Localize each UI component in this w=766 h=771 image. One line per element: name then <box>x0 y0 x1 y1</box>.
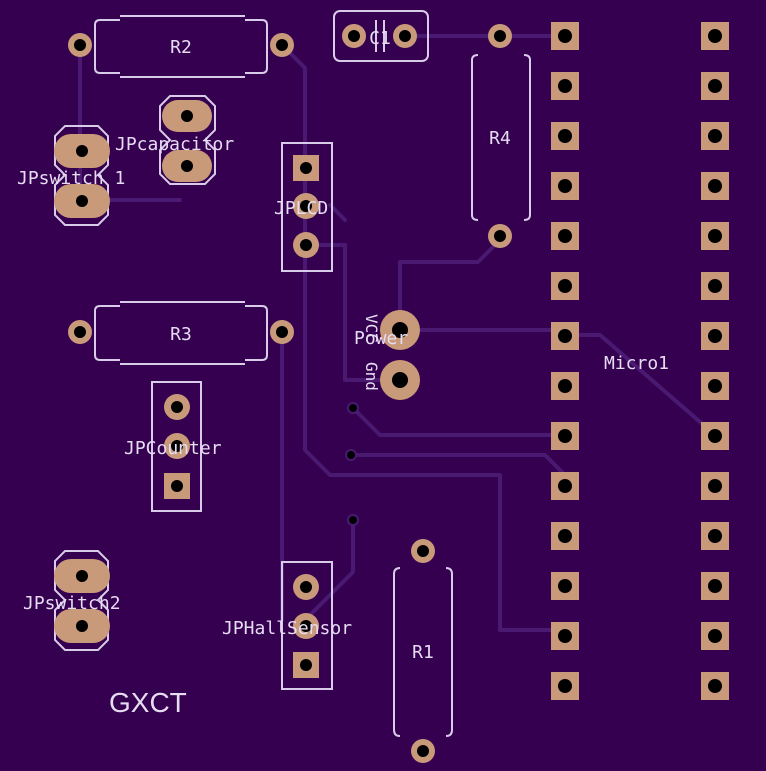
trace-via-micro-pin9 <box>351 406 567 437</box>
micro1-pad-hole <box>558 479 572 493</box>
gnd-label: Gnd <box>362 362 381 391</box>
micro1-headers <box>551 22 729 700</box>
micro1-pad-hole <box>708 379 722 393</box>
micro1-pad-hole <box>558 579 572 593</box>
micro1-pad-hole <box>708 329 722 343</box>
resistor-r1: R1 <box>393 539 453 763</box>
micro1-pad-hole <box>708 429 722 443</box>
micro1-pad-hole <box>708 679 722 693</box>
micro1-label: Micro1 <box>604 353 669 374</box>
resistor-r3: R3 <box>68 301 294 365</box>
trace-via-micro-pin10 <box>349 453 567 477</box>
vias <box>345 402 359 526</box>
via <box>347 514 359 526</box>
c1-label: C1 <box>369 28 391 49</box>
jpswitch1-label: JPswitch 1 <box>17 168 125 189</box>
trace-via-hall <box>303 518 355 622</box>
jpcounter-label: JPCounter <box>124 438 222 459</box>
micro1-pad-hole <box>558 529 572 543</box>
micro1-pad-hole <box>708 579 722 593</box>
jphallsensor-label: JPHallSensor <box>222 618 352 639</box>
trace-power-r4 <box>398 238 502 332</box>
trace-lcd-gnd <box>303 243 402 382</box>
r4-label: R4 <box>489 128 511 149</box>
micro1-pad-hole <box>558 179 572 193</box>
micro1-pad-hole <box>708 279 722 293</box>
micro1-pad-hole <box>708 629 722 643</box>
power-label: Power <box>354 328 408 349</box>
via <box>345 449 357 461</box>
power-connector: Power VCC Gnd <box>354 310 420 400</box>
micro1-pad-hole <box>558 679 572 693</box>
micro1-pad-hole <box>708 479 722 493</box>
resistor-r4: R4 <box>471 24 531 248</box>
micro1-pad-hole <box>708 29 722 43</box>
board-title-gxct: GXCT <box>109 687 187 718</box>
micro1-pad-hole <box>708 229 722 243</box>
r1-label: R1 <box>412 642 434 663</box>
micro1-pad-hole <box>558 429 572 443</box>
r2-label: R2 <box>170 37 192 58</box>
resistor-r2: R2 <box>68 15 294 78</box>
jpswitch2-label: JPswitch2 <box>23 593 121 614</box>
jumper-jpswitch1: JPswitch 1 <box>17 125 125 226</box>
micro1-pad-hole <box>558 229 572 243</box>
capacitor-c1: C1 <box>333 10 429 62</box>
via <box>347 402 359 414</box>
micro1-pad-hole <box>708 79 722 93</box>
jplcd-label: JPLCD <box>274 198 328 219</box>
micro1-pad-hole <box>708 129 722 143</box>
micro1-pad-hole <box>558 29 572 43</box>
micro1-pad-hole <box>558 379 572 393</box>
micro1-pad-hole <box>558 629 572 643</box>
micro1-pad-hole <box>558 129 572 143</box>
header-jplcd: JPLCD <box>274 142 333 272</box>
header-jphallsensor: JPHallSensor <box>222 561 352 690</box>
micro1-pad-hole <box>558 279 572 293</box>
jumper-jpcapacitor: JPcapacitor <box>115 95 234 185</box>
jpcapacitor-label: JPcapacitor <box>115 134 234 155</box>
micro1-pad-hole <box>708 529 722 543</box>
micro1-pad-hole <box>558 79 572 93</box>
header-jpcounter: JPCounter <box>124 381 222 512</box>
jumper-jpswitch2: JPswitch2 <box>23 550 121 651</box>
r3-label: R3 <box>170 324 192 345</box>
vcc-label: VCC <box>362 314 381 343</box>
micro1-pad-hole <box>708 179 722 193</box>
micro1-pad-hole <box>558 329 572 343</box>
trace-r2-micro-pin12 <box>280 43 567 632</box>
